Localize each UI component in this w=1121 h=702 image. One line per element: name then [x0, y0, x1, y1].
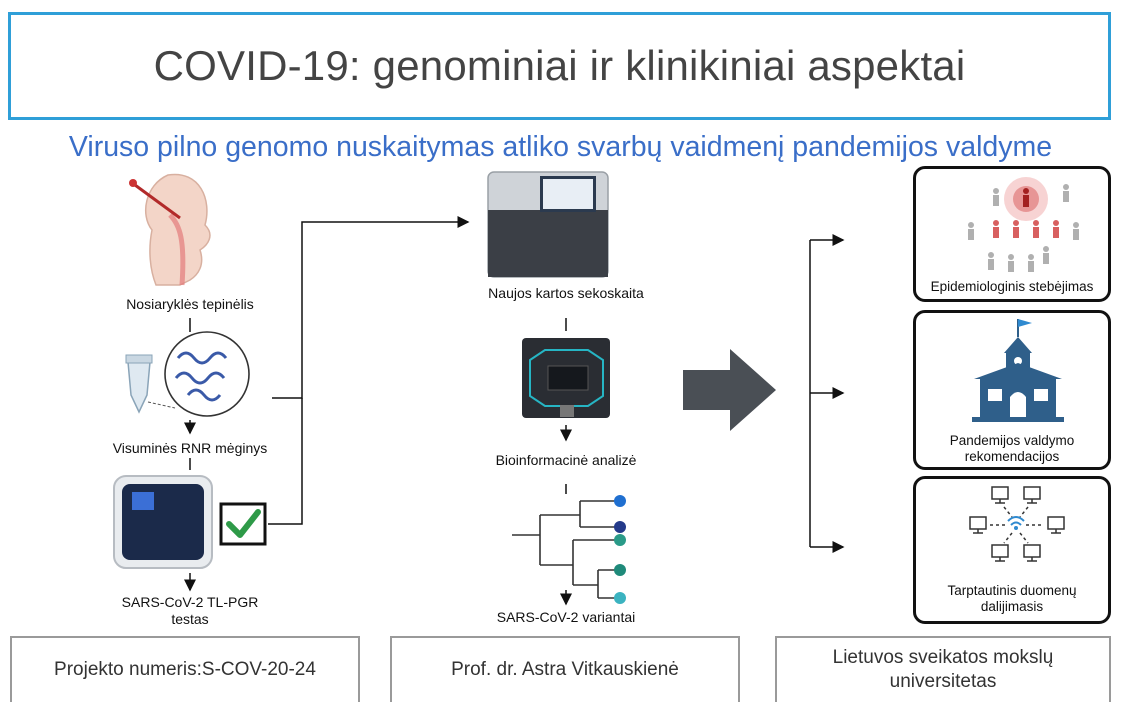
people-spread-icon: [968, 177, 1079, 272]
university-line1: Lietuvos sveikatos mokslų: [832, 647, 1054, 668]
card-data-sharing: Tarptautinis duomenų dalijimasis: [913, 476, 1111, 624]
university-line2: universitetas: [889, 671, 997, 692]
rna-tube-icon: [125, 331, 250, 417]
project-label: Projekto numeris:: [54, 659, 202, 680]
tree-leaf: [614, 592, 626, 604]
card-label-epidemiology: Epidemiologinis stebėjimas: [930, 279, 1094, 294]
card-label-sharing-line1: Tarptautinis duomenų: [947, 583, 1077, 598]
card-label-pandemic-line1: Pandemijos valdymo: [949, 433, 1075, 448]
big-arrow-icon: [683, 349, 776, 431]
swab-head-icon: [129, 173, 211, 286]
bioinfo-label: Bioinformacinė analizė: [495, 452, 637, 468]
sample-label: Nosiaryklės tepinėlis: [126, 296, 254, 312]
card-pandemic-management: Pandemijos valdymo rekomendacijos: [913, 310, 1111, 470]
footer-author: Prof. dr. Astra Vitkauskienė: [390, 636, 740, 702]
card-label-pandemic: Pandemijos valdymo rekomendacijos: [916, 433, 1108, 465]
project-number: S-COV-20-24: [201, 659, 316, 680]
test-label-line2: testas: [171, 611, 209, 627]
rna-label: Visuminės RNR mėginys: [112, 440, 268, 456]
footer-project: Projekto numeris: S-COV-20-24: [10, 636, 360, 702]
card-label-sharing-line2: dalijimasis: [980, 599, 1044, 614]
variants-label: SARS-CoV-2 variantai: [496, 609, 636, 625]
card-label-pandemic-line2: rekomendacijos: [964, 449, 1060, 464]
tree-leaf: [614, 521, 626, 533]
footer-university: Lietuvos sveikatos mokslų universitetas: [775, 636, 1111, 702]
phylo-tree-icon: [512, 500, 620, 599]
check-icon: [219, 502, 267, 546]
subtitle: Viruso pilno genomo nuskaitymas atliko s…: [68, 131, 1053, 163]
sequencing-label: Naujos kartos sekoskaita: [488, 285, 644, 301]
test-label-line1: SARS-CoV-2 TL-PGR: [121, 594, 259, 610]
card-label-sharing: Tarptautinis duomenų dalijimasis: [916, 583, 1108, 615]
network-icon: [969, 486, 1065, 562]
tree-leaf: [614, 495, 626, 507]
page-title: COVID-19: genominiai ir klinikiniai aspe…: [153, 42, 966, 89]
title-box: COVID-19: genominiai ir klinikiniai aspe…: [8, 12, 1111, 120]
test-label: SARS-CoV-2 TL-PGR testas: [80, 594, 300, 628]
tree-leaf: [614, 534, 626, 546]
flow-cell-icon: [522, 338, 610, 418]
pcr-machine-icon: [113, 475, 213, 569]
tree-leaf: [614, 564, 626, 576]
school-icon: [972, 319, 1064, 422]
sequencer-icon: [487, 171, 609, 278]
card-epidemiology: Epidemiologinis stebėjimas: [913, 166, 1111, 302]
author-name: Prof. dr. Astra Vitkauskienė: [451, 659, 679, 680]
